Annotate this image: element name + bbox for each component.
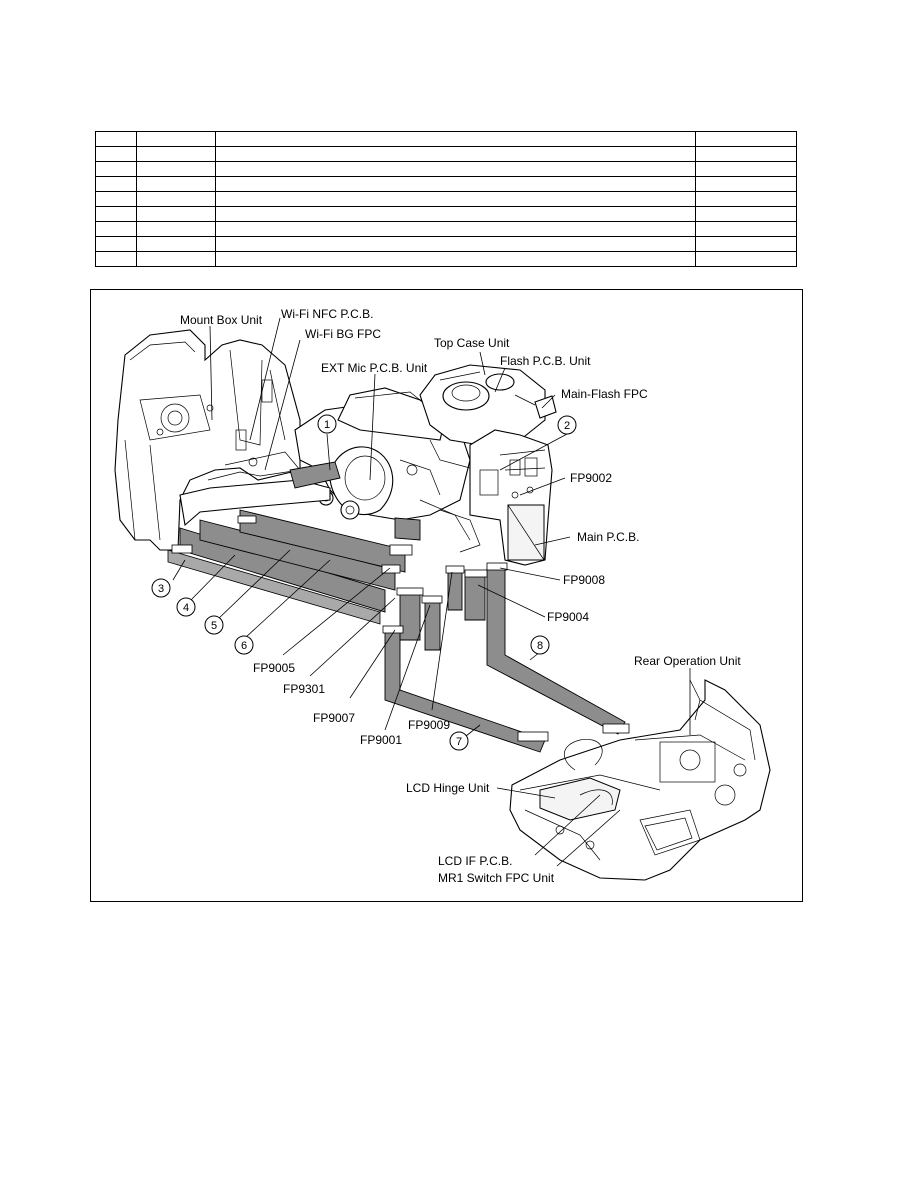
table-cell <box>136 131 216 147</box>
table-row <box>95 131 797 147</box>
table-cell <box>95 206 137 222</box>
table-cell <box>95 146 137 162</box>
table-row <box>95 251 797 267</box>
table-cell <box>136 176 216 192</box>
table-cell <box>136 251 216 267</box>
table-cell <box>95 131 137 147</box>
table-cell <box>95 221 137 237</box>
parts-table-body <box>95 131 797 267</box>
table-row <box>95 176 797 192</box>
table-cell <box>215 176 696 192</box>
table-cell <box>695 251 797 267</box>
table-cell <box>136 146 216 162</box>
table-cell <box>695 236 797 252</box>
table-row <box>95 146 797 162</box>
table-cell <box>136 236 216 252</box>
table-cell <box>695 191 797 207</box>
table-row <box>95 191 797 207</box>
table-cell <box>95 161 137 177</box>
diagram-frame <box>90 289 803 902</box>
table-cell <box>215 236 696 252</box>
table-row <box>95 206 797 222</box>
table-cell <box>136 206 216 222</box>
table-cell <box>95 236 137 252</box>
parts-table <box>95 131 797 267</box>
table-cell <box>695 176 797 192</box>
table-cell <box>215 206 696 222</box>
table-cell <box>215 251 696 267</box>
table-cell <box>215 146 696 162</box>
table-cell <box>95 191 137 207</box>
table-row <box>95 236 797 252</box>
table-cell <box>215 191 696 207</box>
table-cell <box>695 221 797 237</box>
table-cell <box>95 251 137 267</box>
table-cell <box>95 176 137 192</box>
table-cell <box>215 161 696 177</box>
table-row <box>95 161 797 177</box>
table-cell <box>695 206 797 222</box>
table-cell <box>136 161 216 177</box>
table-cell <box>215 221 696 237</box>
table-cell <box>695 131 797 147</box>
table-cell <box>695 161 797 177</box>
table-row <box>95 221 797 237</box>
table-cell <box>136 221 216 237</box>
table-cell <box>215 131 696 147</box>
table-cell <box>136 191 216 207</box>
table-cell <box>695 146 797 162</box>
